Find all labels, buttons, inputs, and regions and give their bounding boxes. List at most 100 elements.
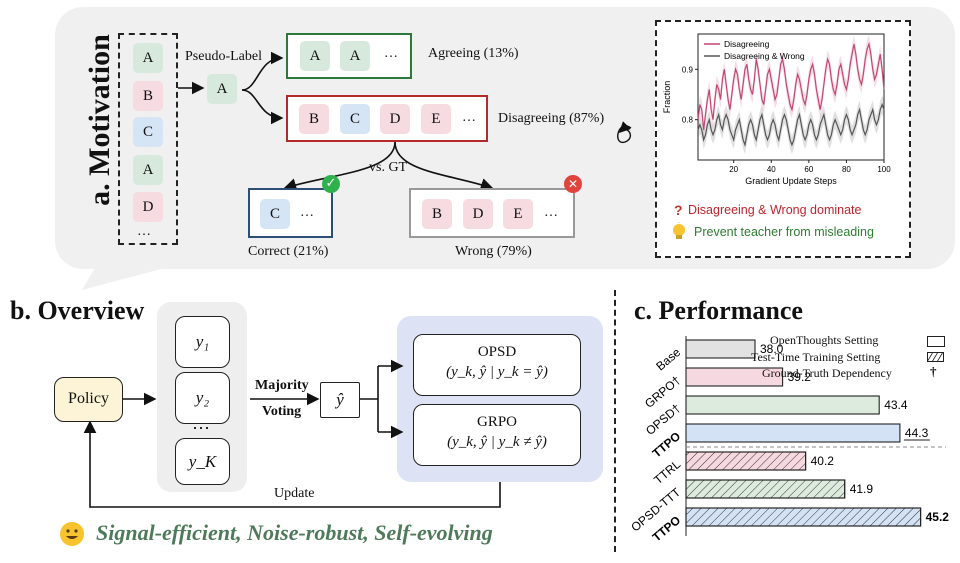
sample-a2: A bbox=[133, 155, 163, 185]
disagreeing-ellipsis: … bbox=[462, 110, 476, 125]
sample-c: C bbox=[133, 117, 163, 147]
performance-bar-chart: 38.0Base39.2GRPO†43.4OPSD†44.3TTPO40.2TT… bbox=[628, 336, 950, 544]
policy-label: Policy bbox=[68, 390, 109, 407]
yhat-box: ŷ bbox=[320, 382, 360, 418]
agreeing-label: Agreeing (13%) bbox=[428, 46, 519, 61]
bar-group-0: 38.0 Base bbox=[653, 339, 784, 374]
sample-d: D bbox=[133, 192, 163, 222]
sample-ellipsis: … bbox=[137, 224, 151, 239]
opsd-box: OPSD (y_k, ŷ | y_k = ŷ) bbox=[413, 334, 581, 396]
sample-b: B bbox=[133, 81, 163, 111]
legend-openthoughts-swatch bbox=[927, 336, 945, 347]
bar-value-label-6: 45.2 bbox=[926, 510, 950, 524]
bar-hatch-6 bbox=[685, 507, 922, 527]
response-yk-label: y_K bbox=[188, 452, 217, 471]
grpo-box: GRPO (y_k, ŷ | y_k ≠ ŷ) bbox=[413, 404, 581, 466]
question-icon: ? bbox=[674, 202, 683, 218]
bar-hatch-5 bbox=[685, 479, 846, 499]
plot-frame bbox=[697, 33, 885, 161]
tagline: Signal-efficient, Noise-robust, Self-evo… bbox=[96, 520, 493, 545]
note-question: Disagreeing & Wrong dominate bbox=[688, 203, 862, 217]
x-tick-label: 100 bbox=[877, 165, 891, 174]
disagreeing-label: Disagreeing (87%) bbox=[498, 111, 605, 126]
grpo-condition: (y_k, ŷ | y_k ≠ ŷ) bbox=[447, 434, 547, 450]
wrong-item-d: D bbox=[463, 199, 493, 229]
wrong-item-e: E bbox=[503, 199, 533, 229]
bar-value-label-5: 41.9 bbox=[850, 482, 874, 496]
panel-c-title: c. Performance bbox=[634, 296, 803, 325]
agreeing-item-1: A bbox=[300, 41, 330, 71]
voting-label: Voting bbox=[262, 404, 302, 419]
legend-ttt-swatch bbox=[927, 352, 944, 363]
bar-value-label-1: 39.2 bbox=[788, 370, 812, 384]
agreeing-item-2: A bbox=[340, 41, 370, 71]
bar-value-label-3: 44.3 bbox=[905, 426, 929, 440]
disagreeing-item-c: C bbox=[340, 104, 370, 134]
bar-value-label-0: 38.0 bbox=[760, 342, 784, 356]
bar-value-label-4: 40.2 bbox=[811, 454, 835, 468]
sample-column bbox=[118, 33, 178, 245]
series-line-1 bbox=[697, 102, 885, 148]
legend-label-1: Disagreeing & Wrong bbox=[724, 51, 805, 61]
majority-label: Majority bbox=[255, 378, 309, 393]
correct-ellipsis: … bbox=[300, 205, 314, 220]
opsd-condition: (y_k, ŷ | y_k = ŷ) bbox=[446, 364, 548, 380]
y-tick-label: 0.9 bbox=[682, 65, 694, 74]
x-axis-label: Gradient Update Steps bbox=[745, 176, 837, 186]
panel-b-title: b. Overview bbox=[10, 296, 145, 325]
bar-hatch-4 bbox=[685, 451, 807, 471]
legend-openthoughts: OpenThoughts Setting bbox=[770, 333, 879, 347]
sample-a1: A bbox=[133, 43, 163, 73]
category-label-4: TTRL bbox=[651, 457, 683, 487]
wrong-item-b: B bbox=[422, 199, 452, 229]
x-tick-label: 60 bbox=[804, 165, 813, 174]
agreeing-ellipsis: … bbox=[384, 46, 398, 61]
correct-item-c: C bbox=[260, 199, 290, 229]
vs-gt-label: vs. GT bbox=[369, 160, 408, 175]
response-y1: y₁ bbox=[175, 316, 230, 368]
series-band-1 bbox=[698, 95, 884, 154]
category-label-0: Base bbox=[653, 345, 683, 374]
dagger-icon: † bbox=[930, 364, 937, 379]
wrong-ellipsis: … bbox=[544, 205, 558, 220]
x-tick-label: 40 bbox=[767, 165, 776, 174]
response-y1-label: y₁ bbox=[195, 332, 210, 351]
bar-2 bbox=[685, 395, 880, 415]
lightbulb-icon bbox=[673, 222, 685, 239]
pseudo-label-caption: Pseudo-Label bbox=[185, 49, 262, 64]
correct-label: Correct (21%) bbox=[248, 244, 329, 259]
note-idea: Prevent teacher from misleading bbox=[694, 225, 874, 239]
bar-3 bbox=[685, 423, 901, 443]
disagreeing-item-d: D bbox=[380, 104, 410, 134]
y-tick-label: 0.8 bbox=[682, 116, 694, 125]
response-yk: y_K bbox=[175, 438, 230, 485]
check-icon: ✓ bbox=[322, 175, 340, 193]
pseudo-label: A bbox=[207, 74, 237, 104]
x-tick-label: 80 bbox=[842, 165, 851, 174]
bar-value-label-2: 43.4 bbox=[884, 398, 908, 412]
disagreeing-item-b: B bbox=[299, 104, 329, 134]
policy-box: Policy bbox=[54, 377, 123, 422]
y-axis-label: Fraction bbox=[662, 81, 672, 114]
legend-ttt: Test-Time Training Setting bbox=[751, 350, 881, 364]
vertical-divider bbox=[614, 290, 616, 552]
smile-emoji-icon bbox=[60, 522, 84, 546]
legend-gt: Ground-Truth Dependency bbox=[762, 366, 892, 380]
bar-0 bbox=[685, 339, 756, 359]
grpo-title: GRPO bbox=[476, 414, 517, 430]
yhat-label: ŷ bbox=[336, 390, 344, 409]
series-line-0 bbox=[697, 41, 885, 130]
response-y2-label: y₂ bbox=[195, 388, 210, 407]
cross-icon: ✕ bbox=[564, 175, 582, 193]
wrong-label: Wrong (79%) bbox=[455, 244, 532, 259]
update-label: Update bbox=[274, 486, 315, 501]
legend-label-0: Disagreeing bbox=[724, 39, 770, 49]
x-tick-label: 20 bbox=[729, 165, 738, 174]
responses-ellipsis: ⋯ bbox=[192, 418, 210, 438]
response-y2: y₂ bbox=[175, 372, 230, 424]
